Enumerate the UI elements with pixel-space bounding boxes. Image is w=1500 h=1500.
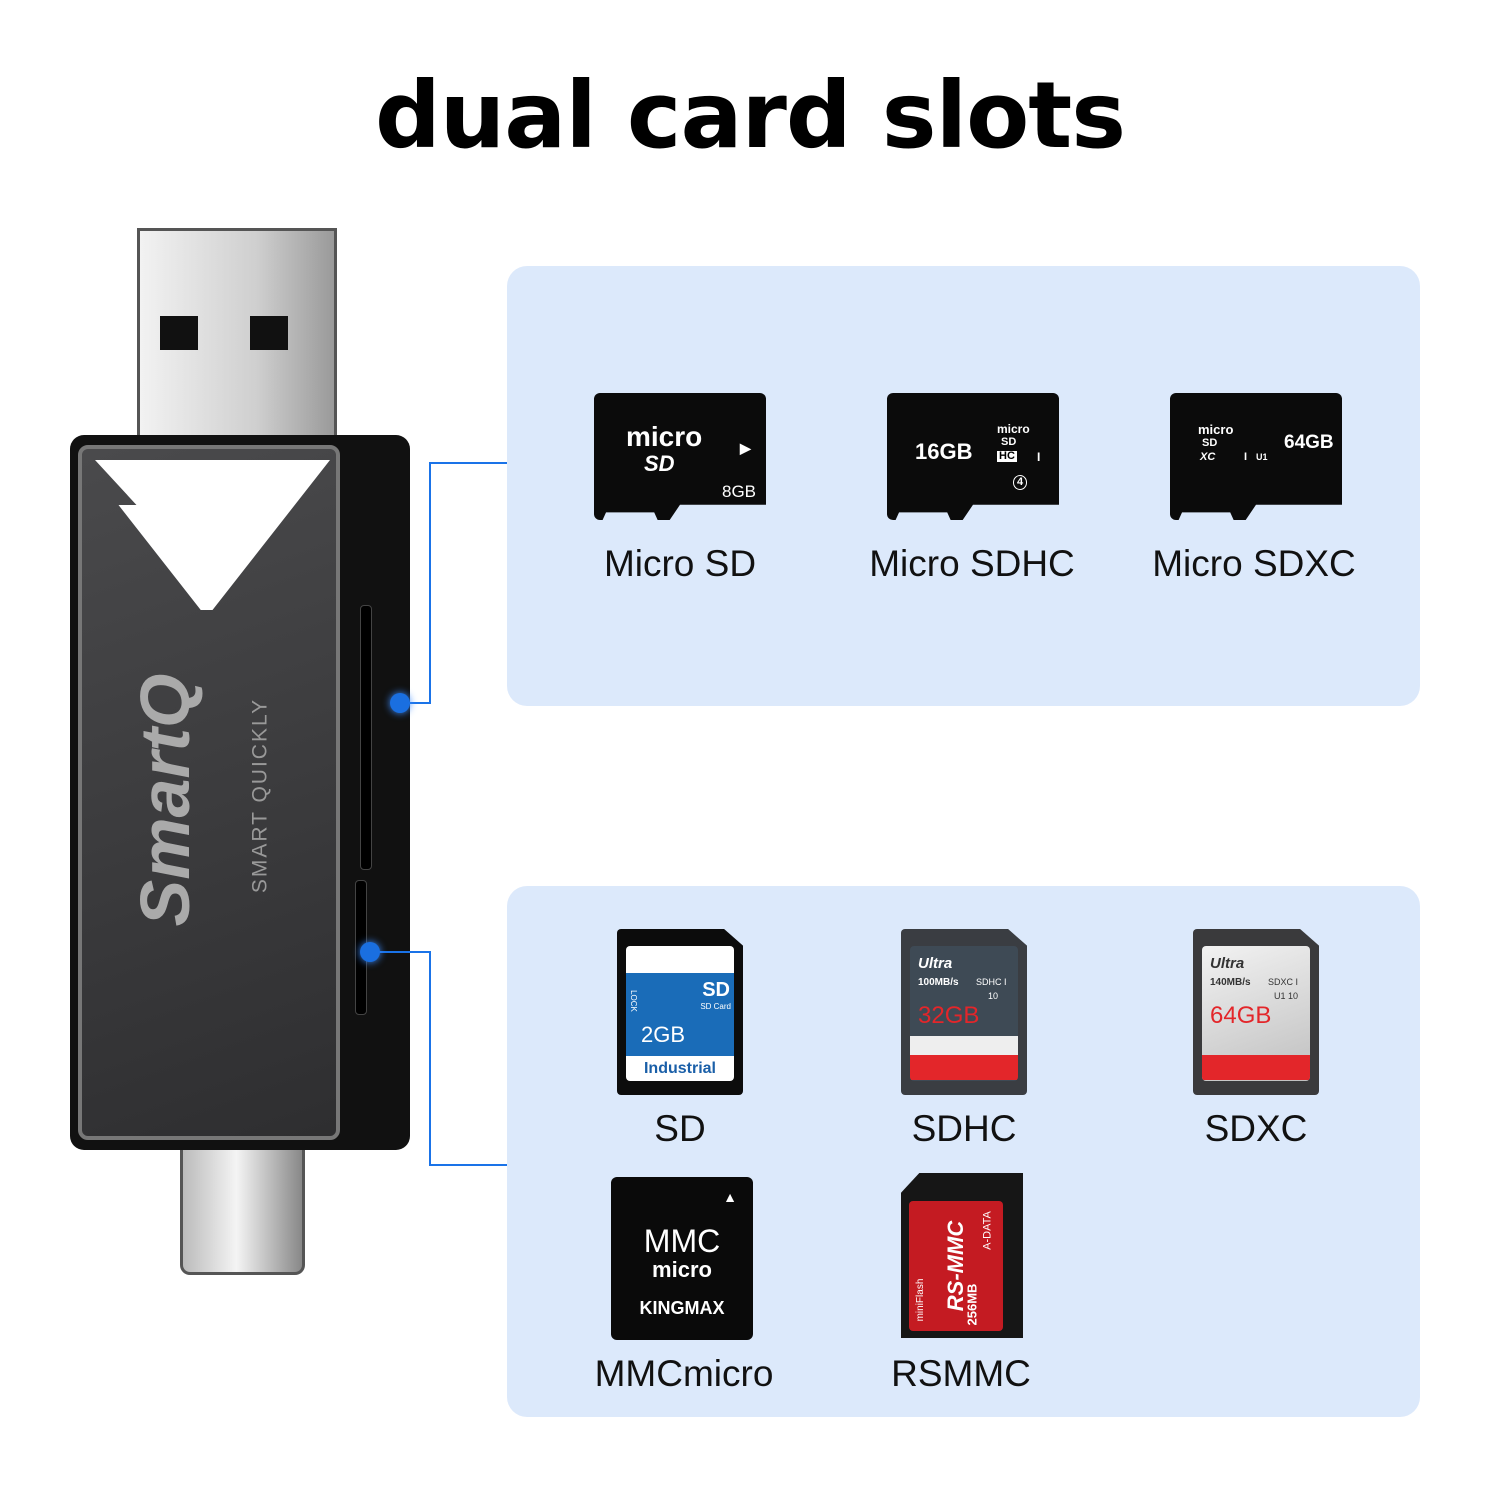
sdxc-card: Ultra 140MB/s SDXC I U1 10 64GB (1193, 929, 1319, 1095)
connector-line-top-horizontal (429, 462, 507, 464)
label-micro-sdhc: Micro SDHC (869, 543, 1075, 584)
label-sdxc: SDXC (1204, 1108, 1308, 1149)
connector-dot-sd-slot (360, 942, 380, 962)
connector-line-top-vertical (429, 462, 431, 704)
brand-tagline: SMART QUICKLY (248, 697, 272, 894)
micro-sdxc-card: micro SD XC I U1 64GB (1170, 393, 1342, 520)
connector-line-bottom (370, 951, 431, 953)
connector-line-bottom-horizontal (429, 1164, 507, 1166)
sd-card: LOCK SD SD Card 2GB Industrial (617, 929, 743, 1095)
rsmmc-card: RS-MMC 256MB A-DATA miniFlash (901, 1173, 1023, 1338)
micro-sd-card: micro SD ▶ 8GB (594, 393, 766, 520)
connector-line-top (400, 702, 431, 704)
page-title: dual card slots (374, 62, 1126, 169)
micro-sdhc-card: 16GB micro SD HC I 4 (887, 393, 1059, 520)
micro-sd-slot (360, 605, 372, 870)
sdhc-card: Ultra 100MB/s SDHC I 10 32GB (901, 929, 1027, 1095)
mmc-micro-card: ▲ MMC micro KINGMAX (611, 1177, 753, 1340)
connector-line-bottom-vertical (429, 951, 431, 1166)
label-rsmmc: RSMMC (891, 1353, 1031, 1394)
usb-c-plug (180, 1150, 305, 1275)
label-sdhc: SDHC (911, 1108, 1017, 1149)
label-sd: SD (654, 1108, 706, 1149)
connector-dot-micro-slot (390, 693, 410, 713)
brand-logo: SmartQ (126, 673, 204, 927)
lock-marker: LOCK (629, 990, 638, 1012)
usb-a-plug (137, 228, 337, 443)
label-micro-sd: Micro SD (603, 543, 757, 584)
label-mmcmicro: MMCmicro (594, 1353, 774, 1394)
card-reader-device: SmartQ SMART QUICKLY (60, 220, 420, 1280)
reader-body: SmartQ SMART QUICKLY (70, 435, 410, 1150)
label-micro-sdxc: Micro SDXC (1152, 543, 1356, 584)
